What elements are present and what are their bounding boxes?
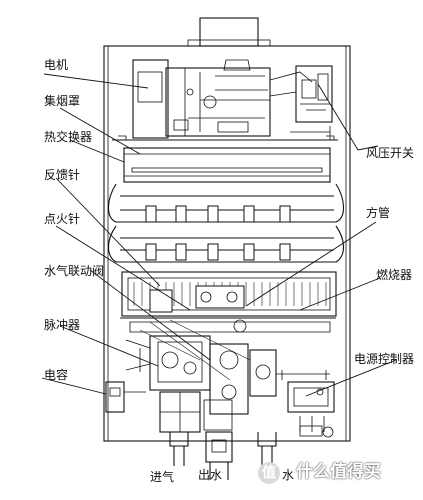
- label-smoke-hood: 集烟罩: [44, 94, 81, 108]
- watermark-text: 什么值得买: [296, 462, 381, 482]
- label-gas-inlet: 进气: [150, 470, 175, 484]
- leader-lines: [41, 73, 397, 397]
- label-feedback-needle: 反馈针: [44, 168, 81, 182]
- label-motor: 电机: [44, 58, 69, 72]
- label-power-controller: 电源控制器: [354, 352, 415, 366]
- smoke-hood-part: [112, 135, 338, 141]
- label-square-tube: 方管: [366, 206, 391, 220]
- label-ignition-needle: 点火针: [44, 212, 81, 226]
- label-heat-exchanger: 热交换器: [44, 130, 93, 144]
- power-controller-part: [276, 370, 335, 432]
- wind-pressure-switch-part: [290, 65, 333, 140]
- valve-assembly: [125, 319, 277, 433]
- casing: [103, 17, 351, 442]
- label-capacitor: 电容: [44, 368, 69, 382]
- label-wind-pressure-switch: 风压开关: [366, 146, 415, 160]
- fan-motor-assembly: [132, 59, 313, 139]
- label-water-outlet: 出水: [198, 468, 223, 482]
- label-water-gas-valve: 水气联动阀: [44, 264, 105, 278]
- label-burner: 燃烧器: [376, 268, 413, 282]
- capacitor-part: [105, 381, 146, 413]
- label-water-inlet: 水: [282, 468, 295, 482]
- burner-part: [120, 271, 337, 333]
- heat-exchanger-part: [107, 147, 345, 263]
- bottom-pipes: [169, 425, 334, 480]
- watermark-badge: 值: [258, 462, 280, 484]
- label-pulse-unit: 脉冲器: [44, 318, 81, 332]
